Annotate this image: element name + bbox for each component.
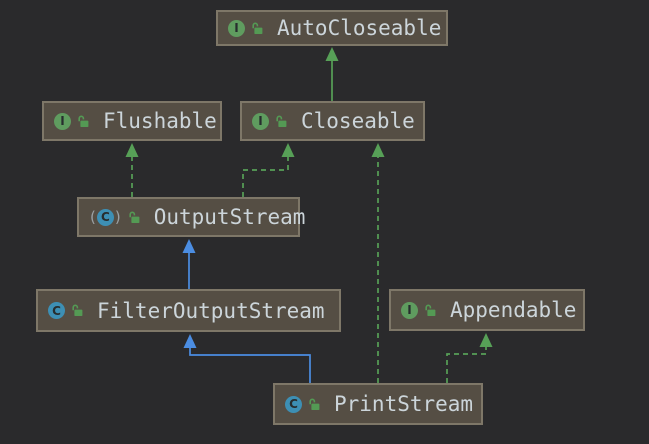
- abstract-paren-open: (: [90, 207, 96, 226]
- class-name-label: OutputStream: [153, 205, 306, 229]
- interface-circle-glyph: I: [54, 112, 71, 130]
- class-node-flushable[interactable]: I Flushable: [42, 101, 222, 141]
- class-node-appendable[interactable]: I Appendable: [389, 289, 585, 331]
- interface-icon: I: [54, 112, 71, 130]
- interface-circle-glyph: I: [401, 301, 418, 319]
- class-name-label: Closeable: [301, 109, 415, 133]
- class-name-label: AutoCloseable: [277, 16, 442, 40]
- arrowhead-closeable-right: [371, 143, 385, 157]
- interface-icon: I: [401, 301, 418, 319]
- arrowhead-appendable: [479, 333, 493, 347]
- class-circle-glyph: C: [285, 395, 302, 413]
- edge-printstream-implements-appendable: [446, 347, 487, 383]
- arrowhead-outputstream: [182, 239, 196, 253]
- abstract-paren-close: ): [114, 207, 121, 226]
- interface-icon: I: [228, 19, 245, 37]
- public-lock-icon: [275, 115, 288, 128]
- class-circle-glyph: C: [48, 302, 65, 319]
- class-name-label: Appendable: [450, 298, 577, 322]
- interface-circle-glyph: I: [252, 112, 269, 130]
- public-lock-icon: [128, 211, 141, 224]
- arrowhead-flushable: [125, 143, 139, 157]
- class-node-closeable[interactable]: I Closeable: [240, 101, 425, 141]
- class-icon: C: [285, 395, 302, 413]
- abstract-class-icon: ( C ): [89, 207, 122, 226]
- edge-printstream-extends-filteroutputstream: [189, 348, 311, 383]
- class-icon: C: [48, 302, 65, 319]
- interface-icon: I: [252, 112, 269, 130]
- public-lock-icon: [424, 304, 437, 317]
- arrowhead-closeable-left: [281, 143, 295, 157]
- class-node-autocloseable[interactable]: I AutoCloseable: [216, 10, 448, 46]
- class-node-outputstream[interactable]: ( C ) OutputStream: [77, 197, 305, 237]
- class-node-filteroutputstream[interactable]: C FilterOutputStream: [36, 289, 341, 332]
- arrowhead-filteroutputstream: [183, 334, 197, 348]
- class-circle-glyph: C: [96, 208, 114, 226]
- edge-outputstream-implements-closeable: [242, 157, 289, 197]
- public-lock-icon: [308, 398, 321, 411]
- class-node-printstream[interactable]: C PrintStream: [273, 383, 483, 425]
- public-lock-icon: [77, 115, 90, 128]
- class-name-label: Flushable: [103, 109, 217, 133]
- arrowhead-autocloseable: [325, 47, 339, 61]
- interface-circle-glyph: I: [228, 19, 245, 37]
- class-name-label: PrintStream: [334, 392, 474, 416]
- public-lock-icon: [251, 22, 264, 35]
- public-lock-icon: [71, 304, 84, 317]
- class-name-label: FilterOutputStream: [97, 298, 325, 323]
